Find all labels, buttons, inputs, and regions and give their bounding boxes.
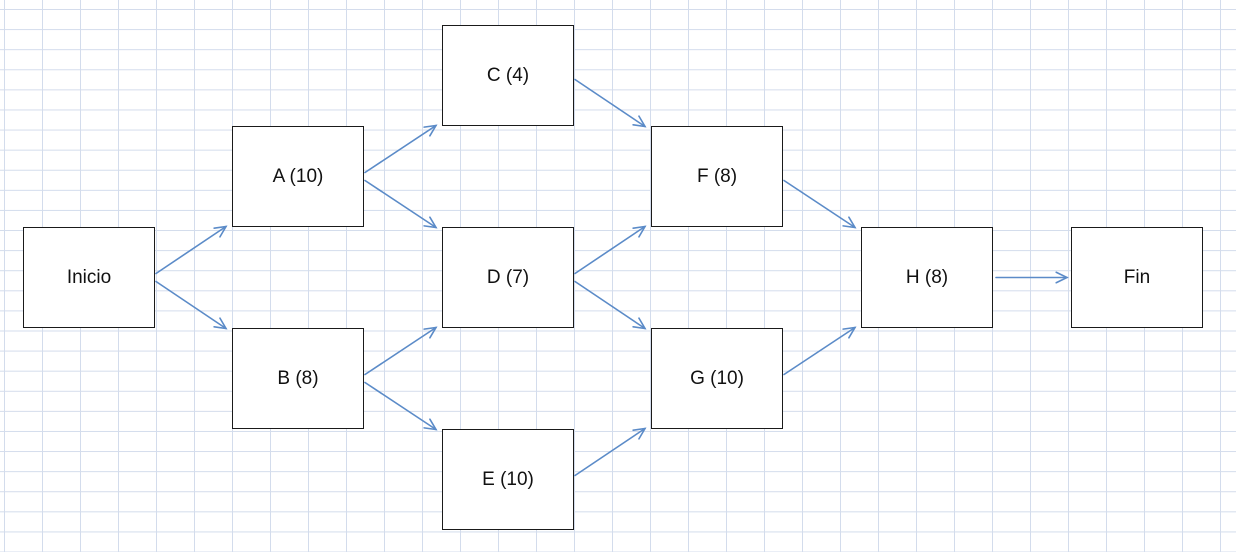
arrow-inicio-to-b [155, 280, 228, 330]
arrow-head [423, 124, 438, 137]
arrow-a-to-c [364, 124, 438, 174]
arrow-d-to-g [574, 280, 647, 330]
node-a: A (10) [232, 126, 364, 227]
arrow-head [423, 216, 438, 229]
node-g-label: G (10) [690, 367, 744, 389]
arrow-b-to-e [364, 381, 438, 431]
node-f: F (8) [651, 126, 783, 227]
arrow-head [1055, 271, 1069, 284]
arrow-a-to-d [364, 179, 438, 229]
arrow-head [632, 427, 647, 440]
node-fin-label: Fin [1123, 266, 1151, 288]
arrow-f-to-h [783, 179, 857, 229]
node-inicio-label: Inicio [66, 266, 112, 288]
arrow-line [783, 179, 856, 229]
arrow-inicio-to-a [155, 225, 228, 275]
arrow-g-to-h [783, 326, 857, 376]
arrow-line [783, 326, 856, 376]
arrow-c-to-f [574, 78, 647, 128]
node-d-label: D (7) [486, 266, 530, 288]
node-h: H (8) [861, 227, 993, 328]
arrow-head [213, 225, 228, 238]
arrow-line [155, 225, 227, 275]
arrow-line [364, 326, 437, 376]
node-c-label: C (4) [486, 64, 530, 86]
arrow-head [423, 326, 438, 339]
arrow-line [364, 124, 437, 174]
node-h-label: H (8) [905, 266, 949, 288]
arrow-line [574, 280, 646, 330]
arrow-line [574, 225, 646, 275]
arrow-head [423, 418, 438, 431]
arrow-b-to-d [364, 326, 438, 376]
arrow-head [213, 317, 228, 330]
arrow-e-to-g [574, 427, 647, 477]
node-fin: Fin [1071, 227, 1203, 328]
arrow-head [632, 115, 647, 128]
node-e-label: E (10) [482, 468, 534, 490]
node-b-label: B (8) [277, 367, 319, 389]
node-a-label: A (10) [272, 165, 324, 187]
node-e: E (10) [442, 429, 574, 530]
arrow-d-to-f [574, 225, 647, 275]
node-d: D (7) [442, 227, 574, 328]
arrow-head [842, 326, 857, 339]
node-inicio: Inicio [23, 227, 155, 328]
arrow-head [632, 225, 647, 238]
node-b: B (8) [232, 328, 364, 429]
arrow-line [155, 280, 227, 330]
arrow-line [364, 179, 437, 229]
arrow-line [364, 381, 437, 431]
arrow-line [574, 78, 646, 128]
arrow-head [632, 317, 647, 330]
arrow-head [842, 216, 857, 229]
node-c: C (4) [442, 25, 574, 126]
node-g: G (10) [651, 328, 783, 429]
node-f-label: F (8) [696, 165, 738, 187]
arrow-h-to-fin [995, 271, 1069, 284]
arrow-line [574, 427, 646, 477]
